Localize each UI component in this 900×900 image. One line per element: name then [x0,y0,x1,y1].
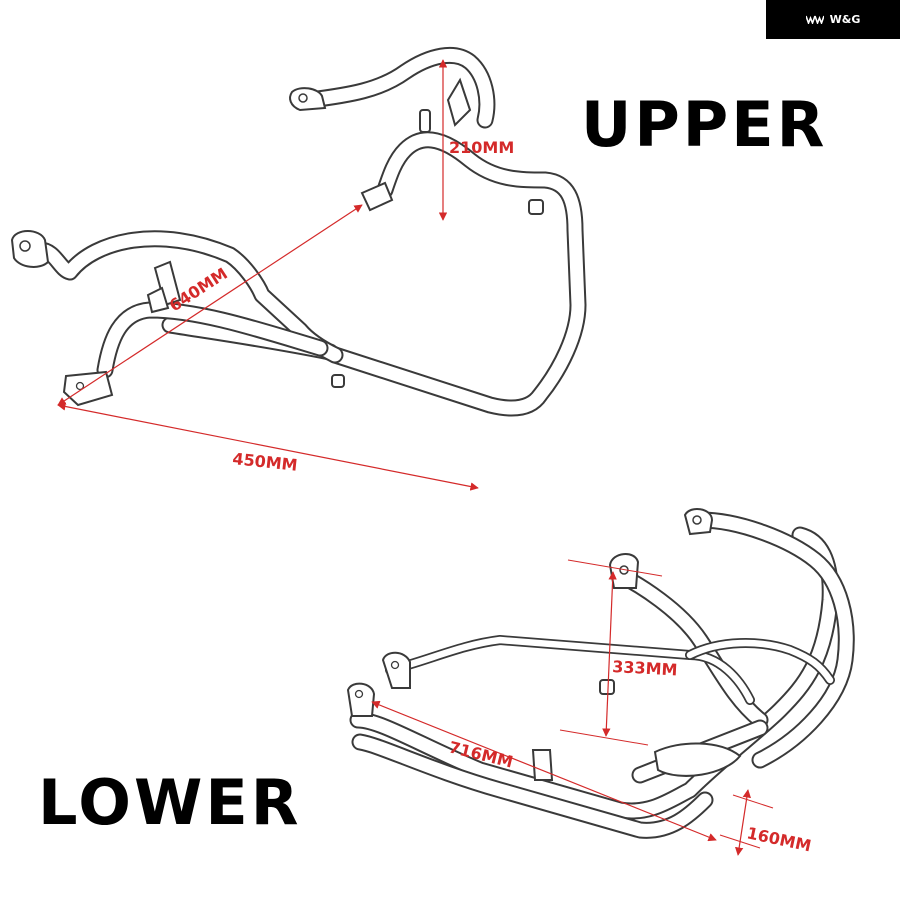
lower-crash-bar [346,508,855,839]
lower-boss-1 [599,679,615,695]
brand-mark-icon [805,15,824,24]
upper-main-loop [326,131,587,417]
lower-thin-back-tube [385,635,755,705]
upper-foot-mount [62,370,114,407]
upper-diagonal-tab [360,181,394,212]
brand-logo: W&G [766,0,900,39]
lower-depth-dimension-line [734,789,752,856]
lower-length-dimension-line [371,700,717,842]
lower-top-tube [611,566,769,729]
upper-crash-bar [10,46,587,417]
lower-depth-label: 160MM [745,823,813,855]
lower-height-label: 333MM [612,657,678,679]
upper-width-dimension-line [57,402,479,491]
lower-front-mount [346,682,376,717]
upper-inner-tab [446,77,472,127]
upper-top-arch [301,46,496,129]
upper-section-title: UPPER [581,88,828,161]
lower-depth-ext-top [732,794,774,809]
upper-boss-2 [331,374,345,388]
lower-height-ext-bottom [559,729,649,746]
lower-lower-mount [653,742,742,777]
upper-height-label: 210MM [449,138,514,157]
lower-thin-top-rail [685,638,835,685]
upper-boss-1 [528,199,544,215]
lower-right-upright [691,511,855,769]
upper-diagonal-dimension-line [57,204,363,406]
lower-mid-tab [531,749,554,781]
lower-height-ext-top [567,559,663,577]
lower-section-title: LOWER [38,766,302,839]
upper-boss-3 [419,109,431,133]
upper-width-label: 450MM [232,449,299,475]
upper-left-mount [10,230,50,268]
lower-height-dimension-line [602,571,617,737]
brand-name: W&G [829,13,861,26]
lower-left-mount [381,651,411,689]
